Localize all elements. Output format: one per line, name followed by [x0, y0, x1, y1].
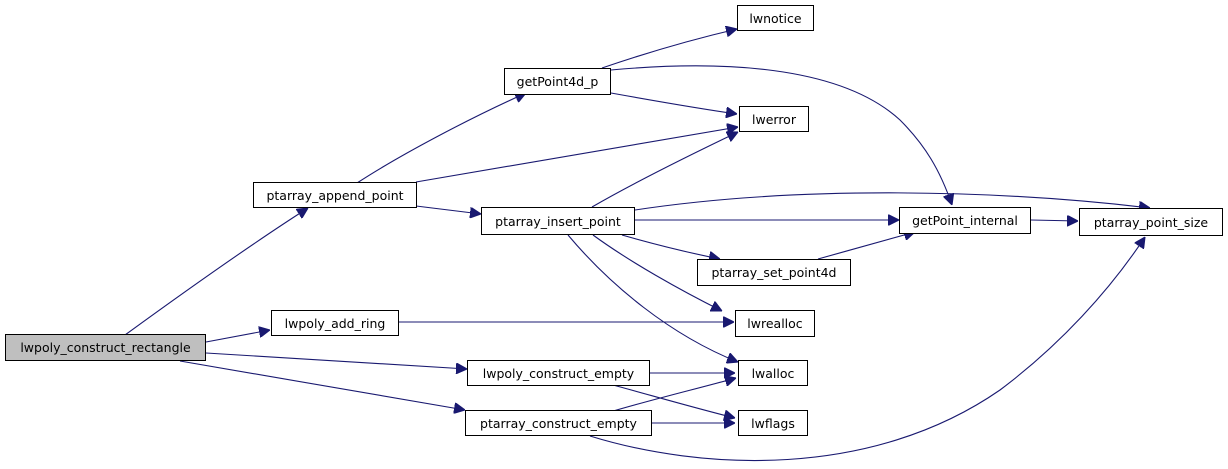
edge-getpoint4d-to-getpoint-internal	[610, 65, 952, 205]
node-ptarray-append-point[interactable]: ptarray_append_point	[253, 182, 417, 208]
edge-getpoint-internal-to-point-size	[1030, 220, 1078, 221]
edge-insert-to-ptarray-point-size	[634, 192, 1150, 210]
node-ptarray-set-point4d[interactable]: ptarray_set_point4d	[697, 259, 851, 286]
node-ptarray-construct-empty[interactable]: ptarray_construct_empty	[465, 410, 652, 436]
edge-ptarray-construct-to-lwalloc	[609, 378, 736, 413]
node-getpoint4d-p[interactable]: getPoint4d_p	[504, 68, 611, 95]
node-lwflags[interactable]: lwflags	[738, 410, 808, 436]
edge-root-to-ptarray-append-point	[124, 208, 308, 336]
edge-insert-to-lwalloc	[567, 234, 738, 362]
edge-append-to-getpoint4d	[356, 93, 526, 184]
edge-getpoint4d-to-lwnotice	[601, 29, 737, 69]
node-lwpoly-add-ring[interactable]: lwpoly_add_ring	[271, 310, 399, 336]
edge-insert-to-lwerror	[591, 132, 738, 208]
node-lwalloc[interactable]: lwalloc	[738, 360, 808, 386]
edge-root-to-lwpoly-construct-empty	[205, 352, 467, 369]
edge-construct-empty-to-lwflags	[612, 384, 735, 418]
node-ptarray-point-size[interactable]: ptarray_point_size	[1079, 208, 1223, 236]
node-lwerror[interactable]: lwerror	[739, 106, 809, 132]
node-ptarray-insert-point[interactable]: ptarray_insert_point	[481, 207, 635, 235]
edge-append-to-insert-point	[415, 205, 481, 214]
edge-set-point4d-to-getpoint-internal	[817, 232, 915, 260]
edge-insert-to-lwrealloc	[592, 234, 722, 311]
edge-append-to-lwerror	[415, 127, 738, 183]
node-lwnotice[interactable]: lwnotice	[737, 5, 814, 31]
edge-root-to-lwpoly-add-ring	[205, 330, 270, 343]
node-lwrealloc[interactable]: lwrealloc	[735, 310, 815, 337]
edge-ptarray-construct-to-point-size	[589, 237, 1145, 462]
edge-getpoint4d-to-lwerror	[610, 92, 737, 114]
edge-insert-to-set-point4d	[621, 234, 720, 259]
node-getpoint-internal[interactable]: getPoint_internal	[899, 207, 1031, 234]
node-lwpoly-construct-rectangle: lwpoly_construct_rectangle	[5, 334, 206, 361]
node-lwpoly-construct-empty[interactable]: lwpoly_construct_empty	[467, 360, 650, 386]
edge-root-to-ptarray-construct-empty	[179, 360, 465, 410]
